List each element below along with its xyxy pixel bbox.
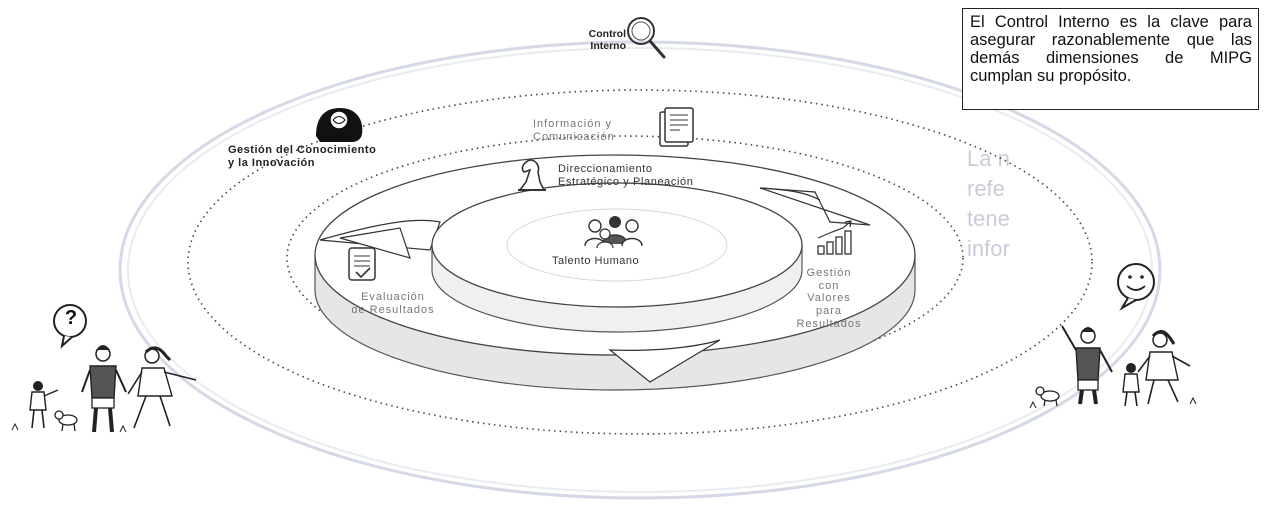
inner-cylinder-highlight — [506, 208, 728, 282]
planning-label: Direccionamiento Estratégico y Planeació… — [558, 163, 694, 188]
ghost-text-2: refe — [967, 176, 1005, 201]
cycle-arrow-top — [759, 187, 871, 226]
ghost-text-1: La n — [967, 146, 1010, 171]
question-mark: ? — [64, 307, 78, 329]
question-bubble-icon — [53, 304, 87, 349]
magnifier-icon — [627, 17, 666, 59]
checklist-icon — [348, 247, 376, 281]
brain-head-icon — [316, 108, 363, 142]
smiley-bubble-icon — [1117, 263, 1155, 311]
disc-bottom-edge — [314, 289, 916, 391]
talent-label: Talento Humano — [552, 255, 640, 267]
values-label: Gestión con Valores para Resultados — [796, 267, 862, 330]
document-icon — [659, 107, 694, 147]
dotted-ring-inner — [286, 135, 964, 381]
cycle-arrow-bottom — [608, 339, 721, 383]
ghost-text-3: tene — [967, 206, 1010, 231]
dotted-ring-outer — [187, 89, 1093, 435]
family-happy-illustration — [1029, 325, 1197, 409]
ghost-text-4: infor — [967, 236, 1010, 261]
control-interno-callout: El Control Interno es la clave para aseg… — [962, 8, 1259, 110]
inner-cylinder-top — [431, 182, 803, 308]
control-interno-label: Control Interno — [588, 28, 626, 53]
info-communication-label: Información y Comunicación — [533, 118, 615, 143]
family-confused-illustration — [11, 345, 197, 433]
bar-chart-icon — [817, 220, 852, 255]
outer-ring — [118, 40, 1162, 500]
evaluation-label: Evaluación de Resultados — [351, 291, 435, 316]
outer-ring-inner — [127, 47, 1153, 493]
chess-knight-icon — [518, 159, 546, 191]
people-group-icon — [584, 216, 643, 249]
knowledge-label: Gestión del Conocimiento y la Innovación — [228, 144, 377, 169]
